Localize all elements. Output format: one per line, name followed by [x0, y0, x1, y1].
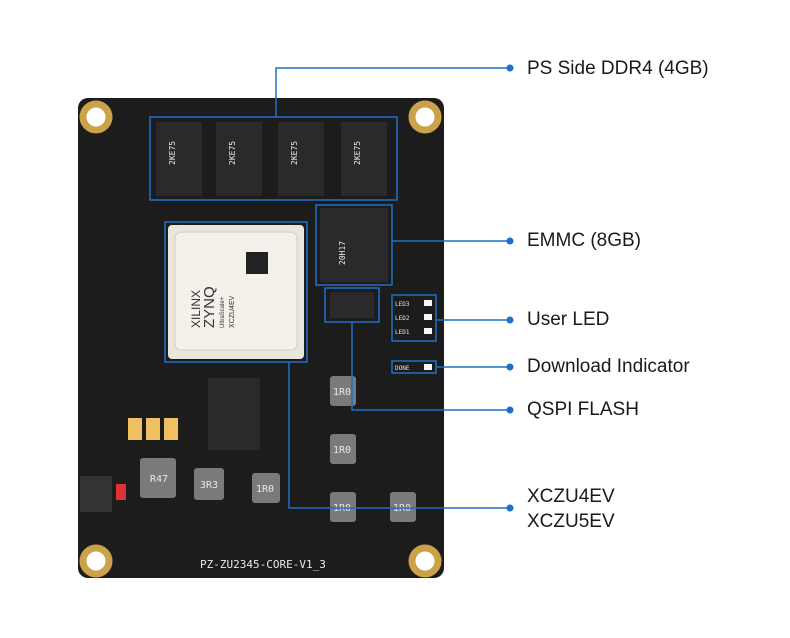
ddr-leader-line	[275, 67, 510, 117]
ddr4-chips	[156, 122, 387, 196]
emmc-highlight-box	[315, 204, 393, 286]
inductors	[140, 376, 416, 522]
inductor-label: 1R0	[333, 445, 351, 456]
inductor-label: R47	[150, 474, 168, 485]
ddr-highlight-box	[149, 116, 398, 201]
tantalum-capacitors	[128, 418, 178, 440]
ddr-marking: 2KE75	[228, 141, 237, 165]
callout-user-led: User LED	[527, 309, 610, 330]
inductor-label: 1R0	[256, 484, 274, 495]
callout-fpga-line1: XCZU4EV	[527, 486, 615, 507]
fpga-family: ZYNQ	[201, 286, 218, 328]
board-name-silkscreen: PZ-ZU2345-CORE-V1_3	[200, 558, 326, 571]
led-label: DONE	[395, 365, 410, 372]
fpga-brand: XILINX	[189, 290, 203, 328]
inductor-label: 1R0	[333, 387, 351, 398]
ddr-marking: 2KE75	[290, 141, 299, 165]
led-label: LED2	[395, 315, 410, 322]
callout-ddr: PS Side DDR4 (4GB)	[527, 58, 709, 79]
callout-emmc: EMMC (8GB)	[527, 230, 641, 251]
reset-button	[116, 484, 126, 500]
qspi-chip	[330, 292, 374, 318]
leds	[424, 300, 432, 370]
callout-download-indicator: Download Indicator	[527, 356, 690, 377]
fpga-series: UltraScale+	[220, 296, 226, 328]
boot-switch	[80, 476, 112, 512]
led-label: LED1	[395, 329, 410, 336]
fpga-highlight-box	[164, 221, 308, 363]
led-highlight-box	[391, 294, 437, 342]
ddr-marking: 2KE75	[168, 141, 177, 165]
fpga-part: XCZU4EV	[229, 295, 236, 328]
callout-fpga-line2: XCZU5EV	[527, 511, 615, 532]
fpga-datamatrix-code	[246, 252, 268, 274]
ddr-marking: 2KE75	[353, 141, 362, 165]
qspi-leader-line	[351, 322, 510, 411]
leader-line-end-dots	[506, 64, 514, 512]
emmc-marking: 20H17	[338, 241, 347, 265]
mounting-holes	[79, 100, 442, 578]
fpga-leader-line	[288, 362, 510, 509]
pl-ddr-chip	[208, 378, 260, 450]
callout-qspi-flash: QSPI FLASH	[527, 399, 639, 420]
inductor-label: 3R3	[200, 480, 218, 491]
led-label: LED3	[395, 301, 410, 308]
emmc-chip	[320, 208, 388, 282]
